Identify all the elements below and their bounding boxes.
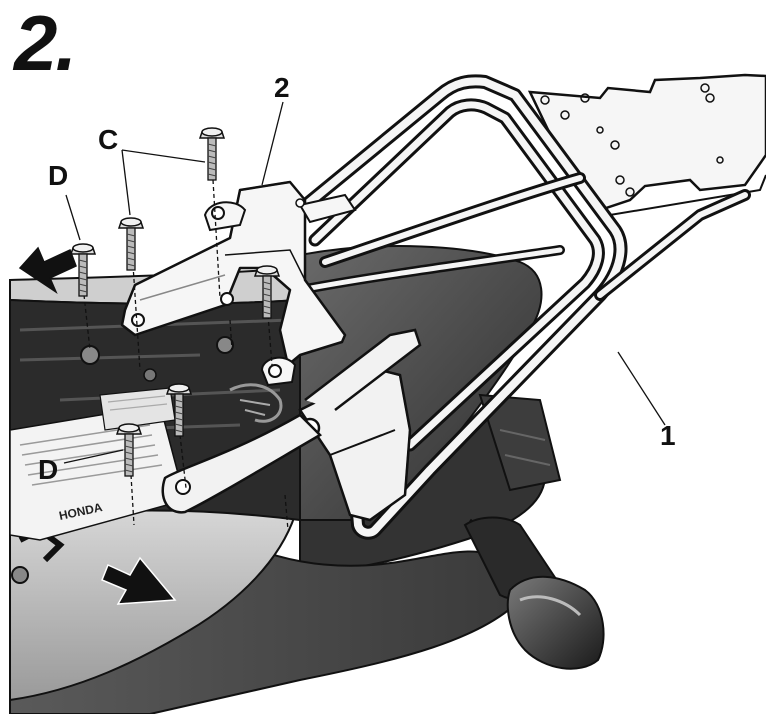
rear-mount-bracket [161,328,422,522]
rack-frame-part-1 [293,74,751,540]
callout-part-1: 1 [660,420,676,451]
callout-part-2: 2 [274,72,290,103]
up-left-arrow-icon [18,246,77,295]
callout-bolt-d-bottom: D [38,454,59,485]
bolt-icon [69,127,281,477]
down-right-arrow-icon [101,556,177,605]
callout-bolt-d-top: D [48,160,69,191]
callout-bolt-c: C [98,124,119,155]
leader-lines [63,101,666,464]
bolt-guide-lines [83,179,289,531]
step-number: 2. [14,0,77,87]
